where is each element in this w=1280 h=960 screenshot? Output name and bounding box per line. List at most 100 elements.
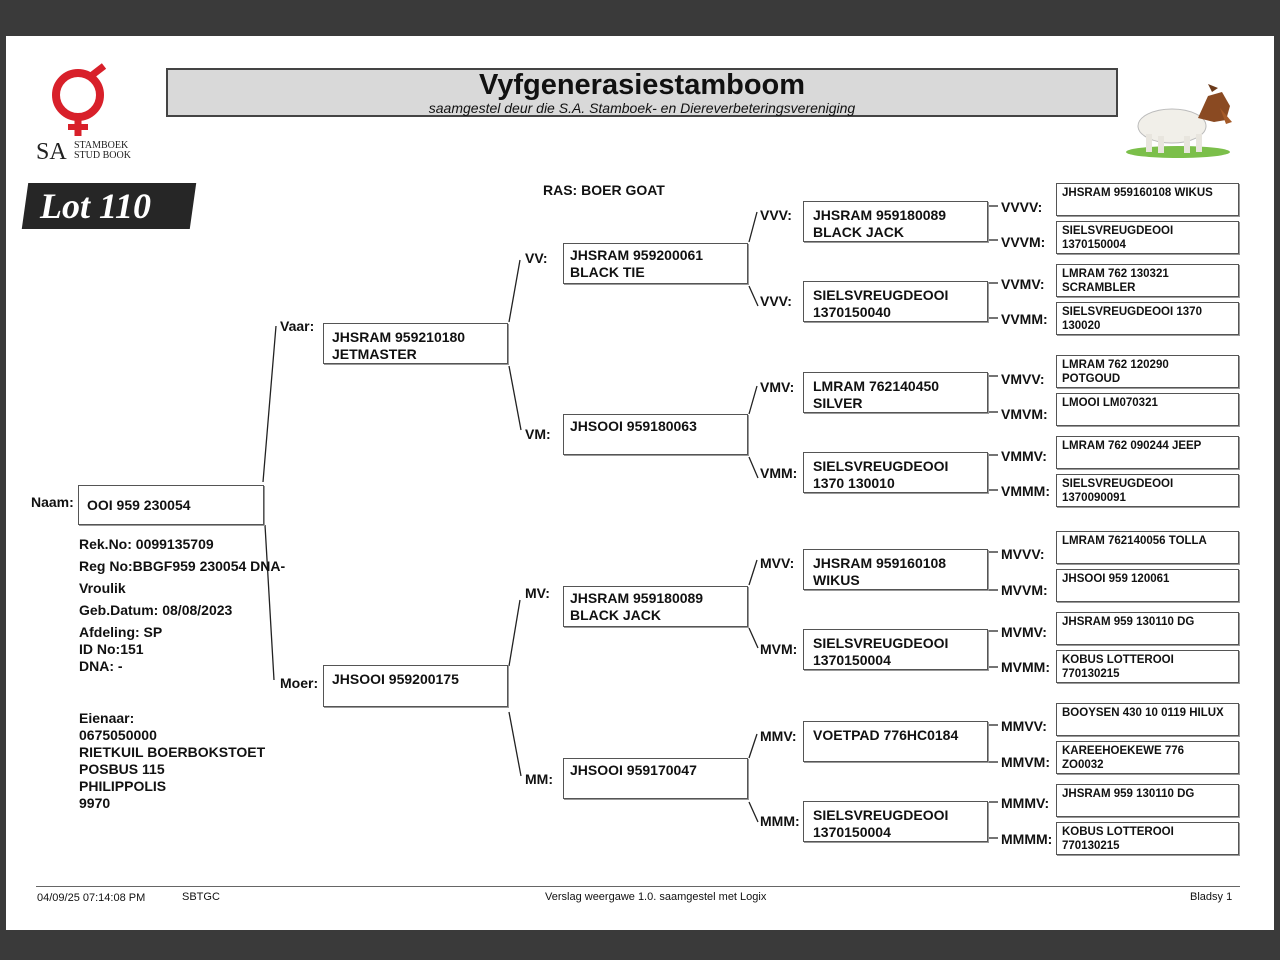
reg-no: Reg No:BBGF959 230054 DNA-	[79, 558, 286, 574]
logo-subtitle: STAMBOEK STUD BOOK	[74, 141, 131, 161]
great-great-grandparent-box: JHSOOI 959 120061	[1056, 569, 1239, 602]
great-grandparent-line2: SILVER	[813, 395, 863, 411]
sex: Vroulik	[79, 580, 126, 596]
great-great-grandparent-box: JHSRAM 959160108 WIKUS	[1056, 183, 1239, 216]
great-great-grandparent-line2: SCRAMBLER	[1062, 282, 1136, 294]
owner-phone: 0675050000	[79, 727, 157, 743]
great-great-grandparent-line1: SIELSVREUGDEOOI	[1062, 478, 1174, 490]
grandparent-label: VM:	[525, 426, 551, 442]
great-great-grandparent-line1: SIELSVREUGDEOOI	[1062, 225, 1174, 237]
great-great-grandparent-box: LMRAM 762140056 TOLLA	[1056, 531, 1239, 564]
logo-line1: STAMBOEK	[74, 140, 129, 151]
great-grandparent-line1: JHSRAM 959180089	[813, 207, 947, 223]
owner-label: Eienaar:	[79, 710, 135, 726]
goat-illustration-icon	[1126, 84, 1232, 158]
great-great-grandparent-line2: 770130215	[1062, 840, 1120, 852]
great-grandparent-line1: SIELSVREUGDEOOI	[813, 635, 949, 651]
great-great-grandparent-label: MMMM:	[1001, 831, 1053, 847]
lot-number: Lot 110	[40, 186, 152, 226]
great-great-grandparent-line1: LMRAM 762 120290	[1062, 359, 1169, 371]
footer-code: SBTGC	[182, 891, 220, 903]
grandparent-label: MM:	[525, 771, 553, 787]
title-box: Vyfgenerasiestamboom saamgestel deur die…	[166, 68, 1118, 117]
great-great-grandparent-label: MVVV:	[1001, 546, 1045, 562]
viewer-bottom-bar	[0, 931, 1280, 960]
owner-postbox: POSBUS 115	[79, 761, 165, 777]
great-great-grandparent-line2: 130020	[1062, 320, 1101, 332]
id-no: ID No:151	[79, 641, 144, 657]
grandparent-line1: JHSOOI 959170047	[570, 762, 697, 778]
great-grandparent-line1: SIELSVREUGDEOOI	[813, 807, 949, 823]
great-great-grandparent-label: MVVM:	[1001, 582, 1048, 598]
great-great-grandparent-line2: ZO0032	[1062, 759, 1104, 771]
dam-box: JHSOOI 959200175	[323, 665, 508, 707]
owner-postcode: 9970	[79, 795, 111, 811]
grandparent-box: JHSOOI 959170047	[563, 758, 748, 799]
great-great-grandparent-box: BOOYSEN 430 10 0119 HILUX	[1056, 703, 1239, 736]
subject-animal-box: OOI 959 230054	[78, 485, 264, 525]
grandparent-box: JHSOOI 959180063	[563, 414, 748, 455]
great-grandparent-line2: 1370150004	[813, 824, 891, 840]
great-grandparent-label: VVV:	[760, 293, 792, 309]
great-great-grandparent-line1: LMOOI LM070321	[1062, 397, 1158, 409]
viewer-top-bar	[0, 0, 1280, 30]
owner-town: PHILIPPOLIS	[79, 778, 167, 794]
great-grandparent-label: MMM:	[760, 813, 800, 829]
great-great-grandparent-line1: JHSRAM 959 130110 DG	[1062, 616, 1195, 628]
footer-divider	[36, 886, 1240, 887]
great-great-grandparent-label: VVVM:	[1001, 234, 1046, 250]
great-great-grandparent-box: SIELSVREUGDEOOI 1370090091	[1056, 474, 1239, 507]
great-great-grandparent-label: VMMV:	[1001, 448, 1047, 464]
great-grandparent-label: MVV:	[760, 555, 795, 571]
footer-datetime: 04/09/25 07:14:08 PM	[37, 892, 146, 904]
logo-line2: STUD BOOK	[74, 150, 131, 161]
great-grandparent-line2: 1370150040	[813, 304, 891, 320]
logo-initials: SA	[36, 139, 67, 165]
great-great-grandparent-line2: POTGOUD	[1062, 373, 1121, 385]
birth-date: Geb.Datum: 08/08/2023	[79, 602, 233, 618]
great-great-grandparent-line1: LMRAM 762 090244 JEEP	[1062, 440, 1202, 452]
great-great-grandparent-line1: LMRAM 762 130321	[1062, 268, 1169, 280]
great-grandparent-label: MVM:	[760, 641, 798, 657]
animal-details: Rek.No: 0099135709 Reg No:BBGF959 230054…	[79, 536, 285, 675]
great-great-grandparent-label: MMVV:	[1001, 718, 1047, 734]
great-grandparent-label: VVV:	[760, 207, 792, 223]
grandparent-line2: BLACK JACK	[570, 607, 661, 623]
owner-name: RIETKUIL BOERBOKSTOET	[79, 744, 266, 760]
great-great-grandparent-label: MMVM:	[1001, 754, 1050, 770]
great-great-grandparent-label: VMVV:	[1001, 371, 1045, 387]
sire-line2: JETMASTER	[332, 346, 417, 362]
footer-report: Verslag weergawe 1.0. saamgestel met Log…	[545, 891, 767, 903]
owner-details: Eienaar: 0675050000 RIETKUIL BOERBOKSTOE…	[79, 710, 265, 812]
great-grandparent-label: MMV:	[760, 728, 797, 744]
sire-label: Vaar:	[280, 318, 315, 334]
sire-line1: JHSRAM 959210180	[332, 329, 466, 345]
great-great-grandparent-box: JHSRAM 959 130110 DG	[1056, 612, 1239, 645]
great-great-grandparent-label: VVMV:	[1001, 276, 1045, 292]
great-great-grandparent-line1: KAREEHOEKEWE 776	[1062, 745, 1185, 757]
name-label: Naam:	[31, 494, 74, 510]
dam-line1: JHSOOI 959200175	[332, 671, 459, 687]
great-great-grandparent-line1: JHSRAM 959 130110 DG	[1062, 788, 1195, 800]
great-great-grandparent-line2: 1370090091	[1062, 492, 1126, 504]
grandparent-line1: JHSRAM 959180089	[570, 590, 704, 606]
great-great-grandparent-label: MVMV:	[1001, 624, 1047, 640]
stud-book-logo-icon	[52, 63, 107, 136]
great-great-grandparent-line2: 770130215	[1062, 668, 1120, 680]
great-grandparent-line2: BLACK JACK	[813, 224, 904, 240]
grandparent-label: VV:	[525, 250, 548, 266]
grandparent-line1: JHSRAM 959200061	[570, 247, 704, 263]
